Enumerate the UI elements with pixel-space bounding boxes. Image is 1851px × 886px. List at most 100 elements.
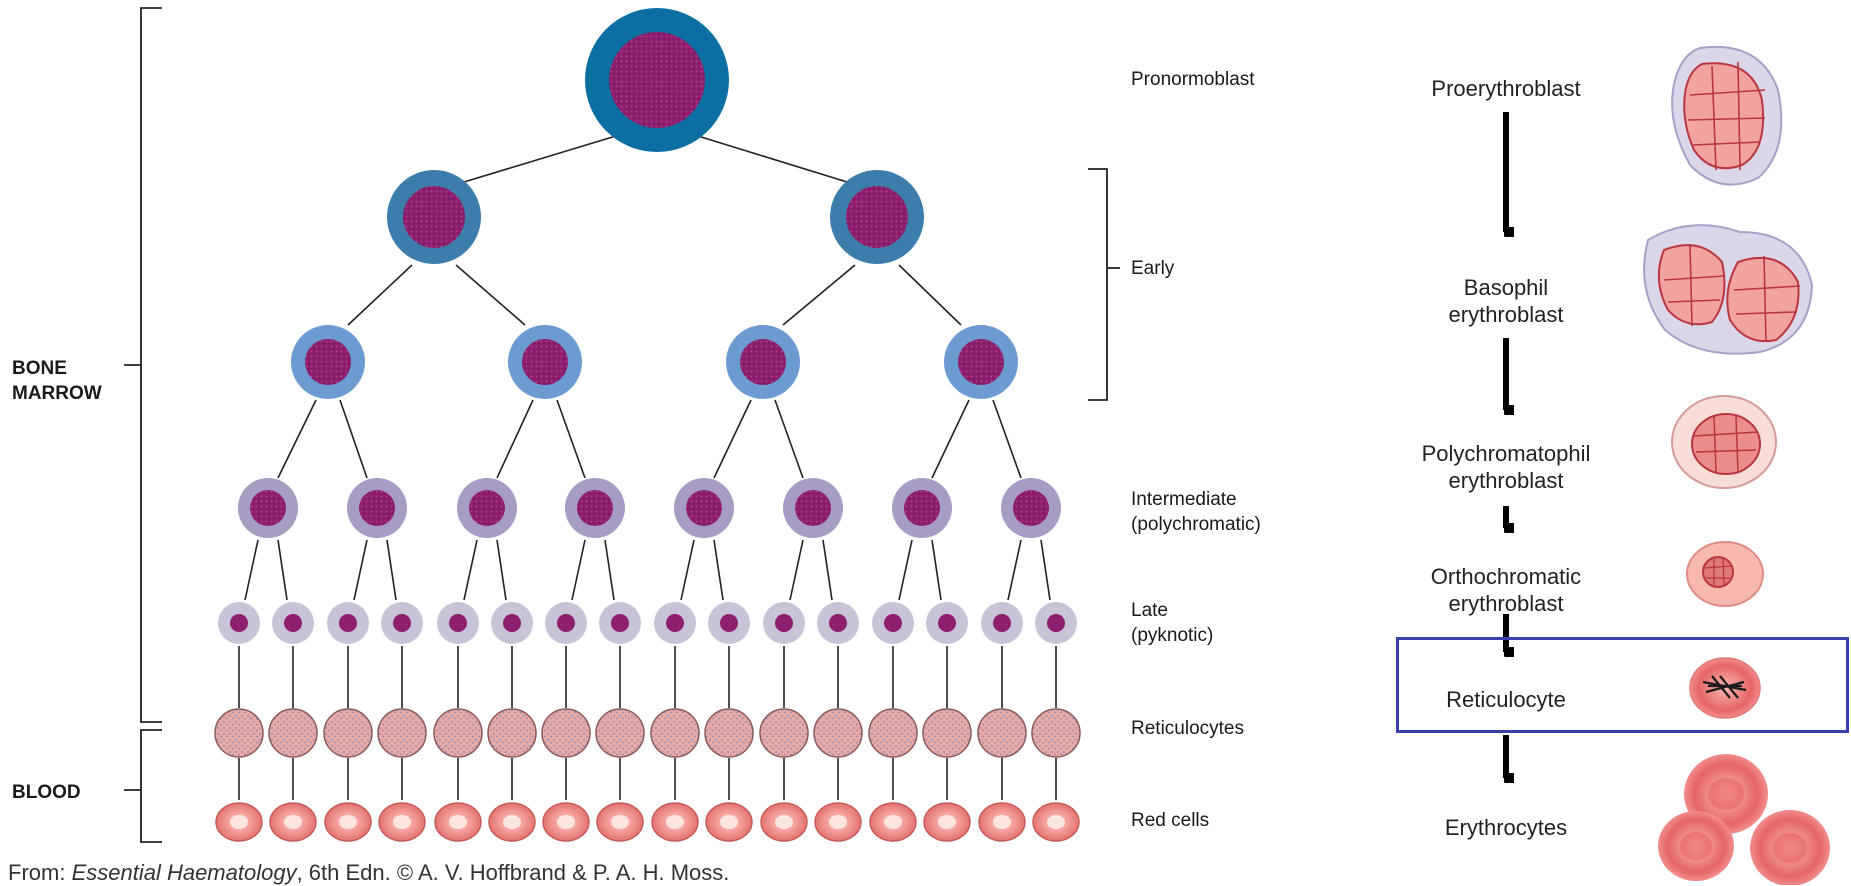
reticulocyte-cell	[323, 708, 373, 758]
citation-book-title: Essential Haematology	[71, 860, 297, 885]
bone-marrow-label: BONE MARROW	[12, 356, 102, 406]
basophil-erythroblast-illustration	[1643, 224, 1814, 355]
connector-line	[713, 539, 724, 601]
pyknotic-nucleus	[884, 614, 902, 632]
pyknotic-nucleus	[284, 614, 302, 632]
proerythroblast-illustration	[1671, 46, 1783, 186]
citation-prefix: From:	[8, 860, 72, 885]
stage-late: Late (pyknotic)	[1131, 598, 1213, 648]
red-cell-center	[720, 815, 738, 829]
stage-reticulocytes: Reticulocytes	[1131, 718, 1244, 739]
red-cell-center	[230, 815, 248, 829]
red-cell-center	[557, 815, 575, 829]
connector-line	[898, 264, 962, 326]
reticulocyte-cell	[1031, 708, 1081, 758]
connector-line	[463, 131, 630, 183]
reticulocyte-cell	[868, 708, 918, 758]
pyknotic-nucleus	[720, 614, 738, 632]
connector-line	[1040, 539, 1051, 601]
pyknotic-nucleus	[611, 614, 629, 632]
seq-erythrocytes: Erythrocytes	[1444, 815, 1568, 840]
connector-line	[455, 264, 526, 326]
citation-suffix: , 6th Edn. © A. V. Hoffbrand & P. A. H. …	[296, 860, 730, 885]
seq-polychromatophil-erythroblast: Polychromatophil erythroblast	[1390, 440, 1622, 494]
red-cell-center	[1047, 815, 1065, 829]
polychromatophil-erythroblast-illustration	[1671, 395, 1777, 489]
connector-line	[556, 399, 586, 479]
blood-bracket	[124, 729, 162, 843]
nucleus	[1013, 490, 1049, 526]
stage-red-cells: Red cells	[1131, 810, 1210, 831]
reticulocyte-cell	[650, 708, 700, 758]
pyknotic-nucleus	[230, 614, 248, 632]
bone-marrow-label-line2: MARROW	[12, 383, 102, 404]
connector-line	[931, 539, 942, 601]
erythrocytes-illustration	[1658, 754, 1830, 885]
nucleus	[577, 490, 613, 526]
red-cell-center	[775, 815, 793, 829]
pyknotic-nucleus	[557, 614, 575, 632]
pyknotic-nucleus	[775, 614, 793, 632]
connector-line	[713, 399, 752, 479]
nucleus	[469, 490, 505, 526]
seq-orthochromatic-line1: Orthochromatic	[1430, 564, 1582, 589]
pyknotic-nucleus	[829, 614, 847, 632]
reticulocyte-cell	[759, 708, 809, 758]
tree-cells	[214, 8, 1081, 842]
connector-line	[386, 539, 397, 601]
seq-orthochromatic-erythroblast: Orthochromatic erythroblast	[1390, 563, 1622, 617]
connector-line	[604, 539, 615, 601]
nucleus	[609, 32, 705, 128]
seq-reticulocyte: Reticulocyte	[1446, 687, 1566, 712]
connector-line	[680, 539, 695, 601]
pyknotic-nucleus	[339, 614, 357, 632]
bone-marrow-bracket	[124, 7, 162, 723]
connector-line	[496, 399, 534, 479]
pyknotic-nucleus	[503, 614, 521, 632]
nucleus	[250, 490, 286, 526]
reticulocyte-cell	[377, 708, 427, 758]
stage-intermediate-line2: (polychromatic)	[1131, 514, 1261, 535]
connector-line	[992, 399, 1022, 479]
seq-basophil-erythroblast: Basophil erythroblast	[1390, 274, 1622, 328]
nucleus	[795, 490, 831, 526]
pyknotic-nucleus	[1047, 614, 1065, 632]
red-cell-center	[884, 815, 902, 829]
connector-line	[571, 539, 586, 601]
red-cell-center	[829, 815, 847, 829]
pyknotic-nucleus	[993, 614, 1011, 632]
reticulocyte-cell	[704, 708, 754, 758]
nucleus	[359, 490, 395, 526]
early-bracket	[1088, 168, 1120, 401]
seq-proerythroblast: Proerythroblast	[1431, 76, 1581, 101]
nucleus	[846, 186, 908, 248]
pyknotic-nucleus	[393, 614, 411, 632]
connector-line	[496, 539, 507, 601]
connector-line	[353, 539, 368, 601]
orthochromatic-erythroblast-illustration	[1686, 541, 1764, 607]
stage-late-line2: (pyknotic)	[1131, 625, 1214, 646]
reticulocyte-cell	[541, 708, 591, 758]
nucleus	[305, 339, 351, 385]
reticulocyte-cell	[977, 708, 1027, 758]
stage-intermediate: Intermediate (polychromatic)	[1131, 487, 1261, 537]
seq-basophil-line2: erythroblast	[1448, 302, 1564, 327]
red-cell-center	[503, 815, 521, 829]
connector-line	[277, 539, 288, 601]
seq-polychromatophil-line1: Polychromatophil	[1421, 441, 1591, 466]
reticulocyte-cell	[433, 708, 483, 758]
nucleus	[740, 339, 786, 385]
connector-line	[898, 539, 913, 601]
connector-line	[782, 264, 856, 326]
nucleus	[403, 186, 465, 248]
red-cell-center	[938, 815, 956, 829]
reticulocyte-cell	[813, 708, 863, 758]
red-cell-center	[449, 815, 467, 829]
seq-basophil-line1: Basophil	[1463, 275, 1549, 300]
stage-pronormoblast: Pronormoblast	[1131, 69, 1255, 90]
connector-line	[931, 399, 970, 479]
bone-marrow-label-line1: BONE	[12, 358, 67, 379]
connector-line	[463, 539, 478, 601]
reticulocyte-highlight-box	[1396, 637, 1849, 733]
